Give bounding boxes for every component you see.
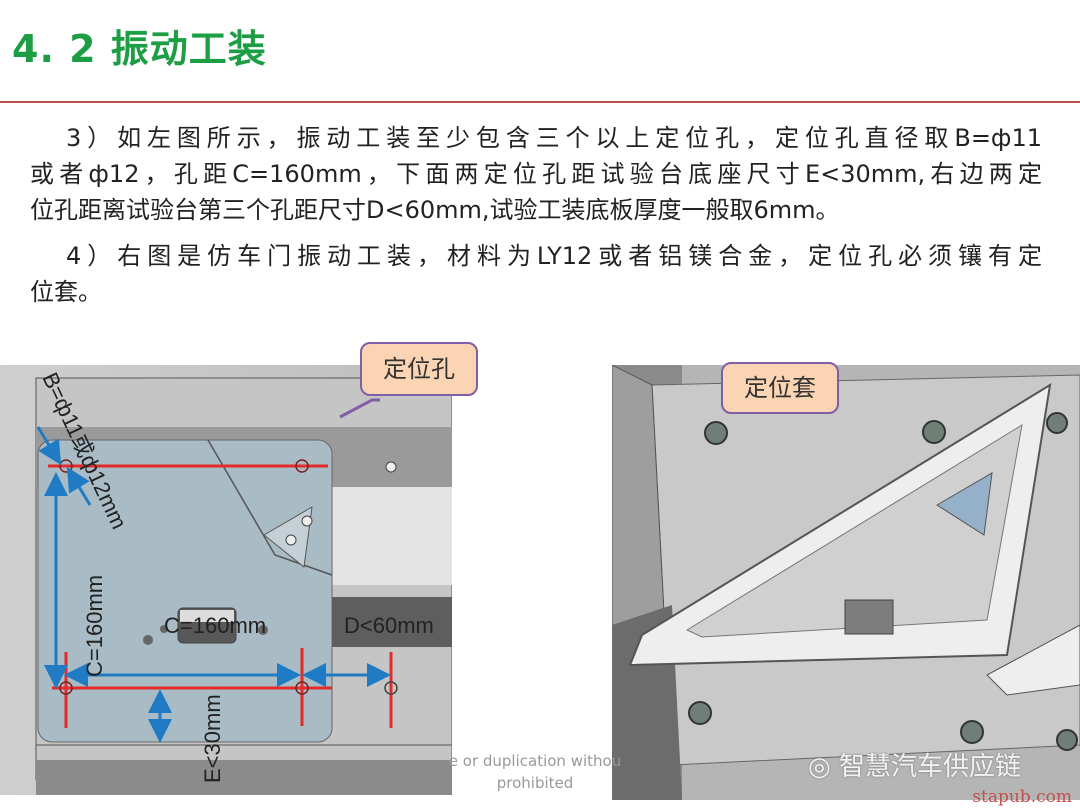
paragraph-line: 位孔距离试验台第三个孔距尺寸D<60mm,试验工装底板厚度一般取6mm。	[30, 196, 840, 224]
wechat-icon: ◎	[808, 752, 839, 782]
fixture-dimension-drawing: B=ф11或ф12mm C=160mm C=160mm D<60mm E<30m…	[0, 365, 453, 795]
paragraph-3: 3）如左图所示，振动工装至少包含三个以上定位孔，定位孔直径取B=ф11 或者ф1…	[30, 120, 1042, 228]
door-fixture-render	[611, 364, 1080, 801]
callout-locating-sleeve: 定位套	[721, 362, 839, 414]
site-watermark: stapub.com	[972, 787, 1072, 807]
copyright-line: e or duplication withou	[448, 752, 622, 770]
callout-locating-hole: 定位孔	[360, 342, 478, 396]
copyright-line: prohibited	[496, 774, 574, 792]
label-c-vertical: C=160mm	[82, 575, 107, 677]
wechat-watermark: ◎ 智慧汽车供应链	[808, 746, 1021, 783]
paragraph-line: 4）右图是仿车门振动工装，材料为LY12或者铝镁合金，定位孔必须镶有定	[66, 242, 1042, 270]
paragraph-line: 3）如左图所示，振动工装至少包含三个以上定位孔，定位孔直径取B=ф11	[66, 124, 1042, 152]
paragraph-line: 位套。	[30, 278, 102, 306]
copyright-notice: e or duplication withou prohibited	[440, 750, 630, 794]
slide-title: 4. 2 振动工装	[12, 27, 267, 71]
watermark-text: 智慧汽车供应链	[838, 752, 1021, 782]
label-d: D<60mm	[344, 613, 434, 638]
paragraph-4: 4）右图是仿车门振动工装，材料为LY12或者铝镁合金，定位孔必须镶有定 位套。	[30, 238, 1042, 310]
dimension-arrows	[44, 472, 391, 743]
reference-lines	[48, 464, 393, 728]
locating-bushings	[688, 412, 1078, 751]
label-c-horizontal: C=160mm	[164, 613, 266, 638]
paragraph-line: 或者ф12，孔距C=160mm，下面两定位孔距试验台底座尺寸E<30mm,右边两…	[30, 160, 1042, 188]
title-divider	[0, 101, 1080, 103]
label-e: E<30mm	[200, 694, 225, 783]
